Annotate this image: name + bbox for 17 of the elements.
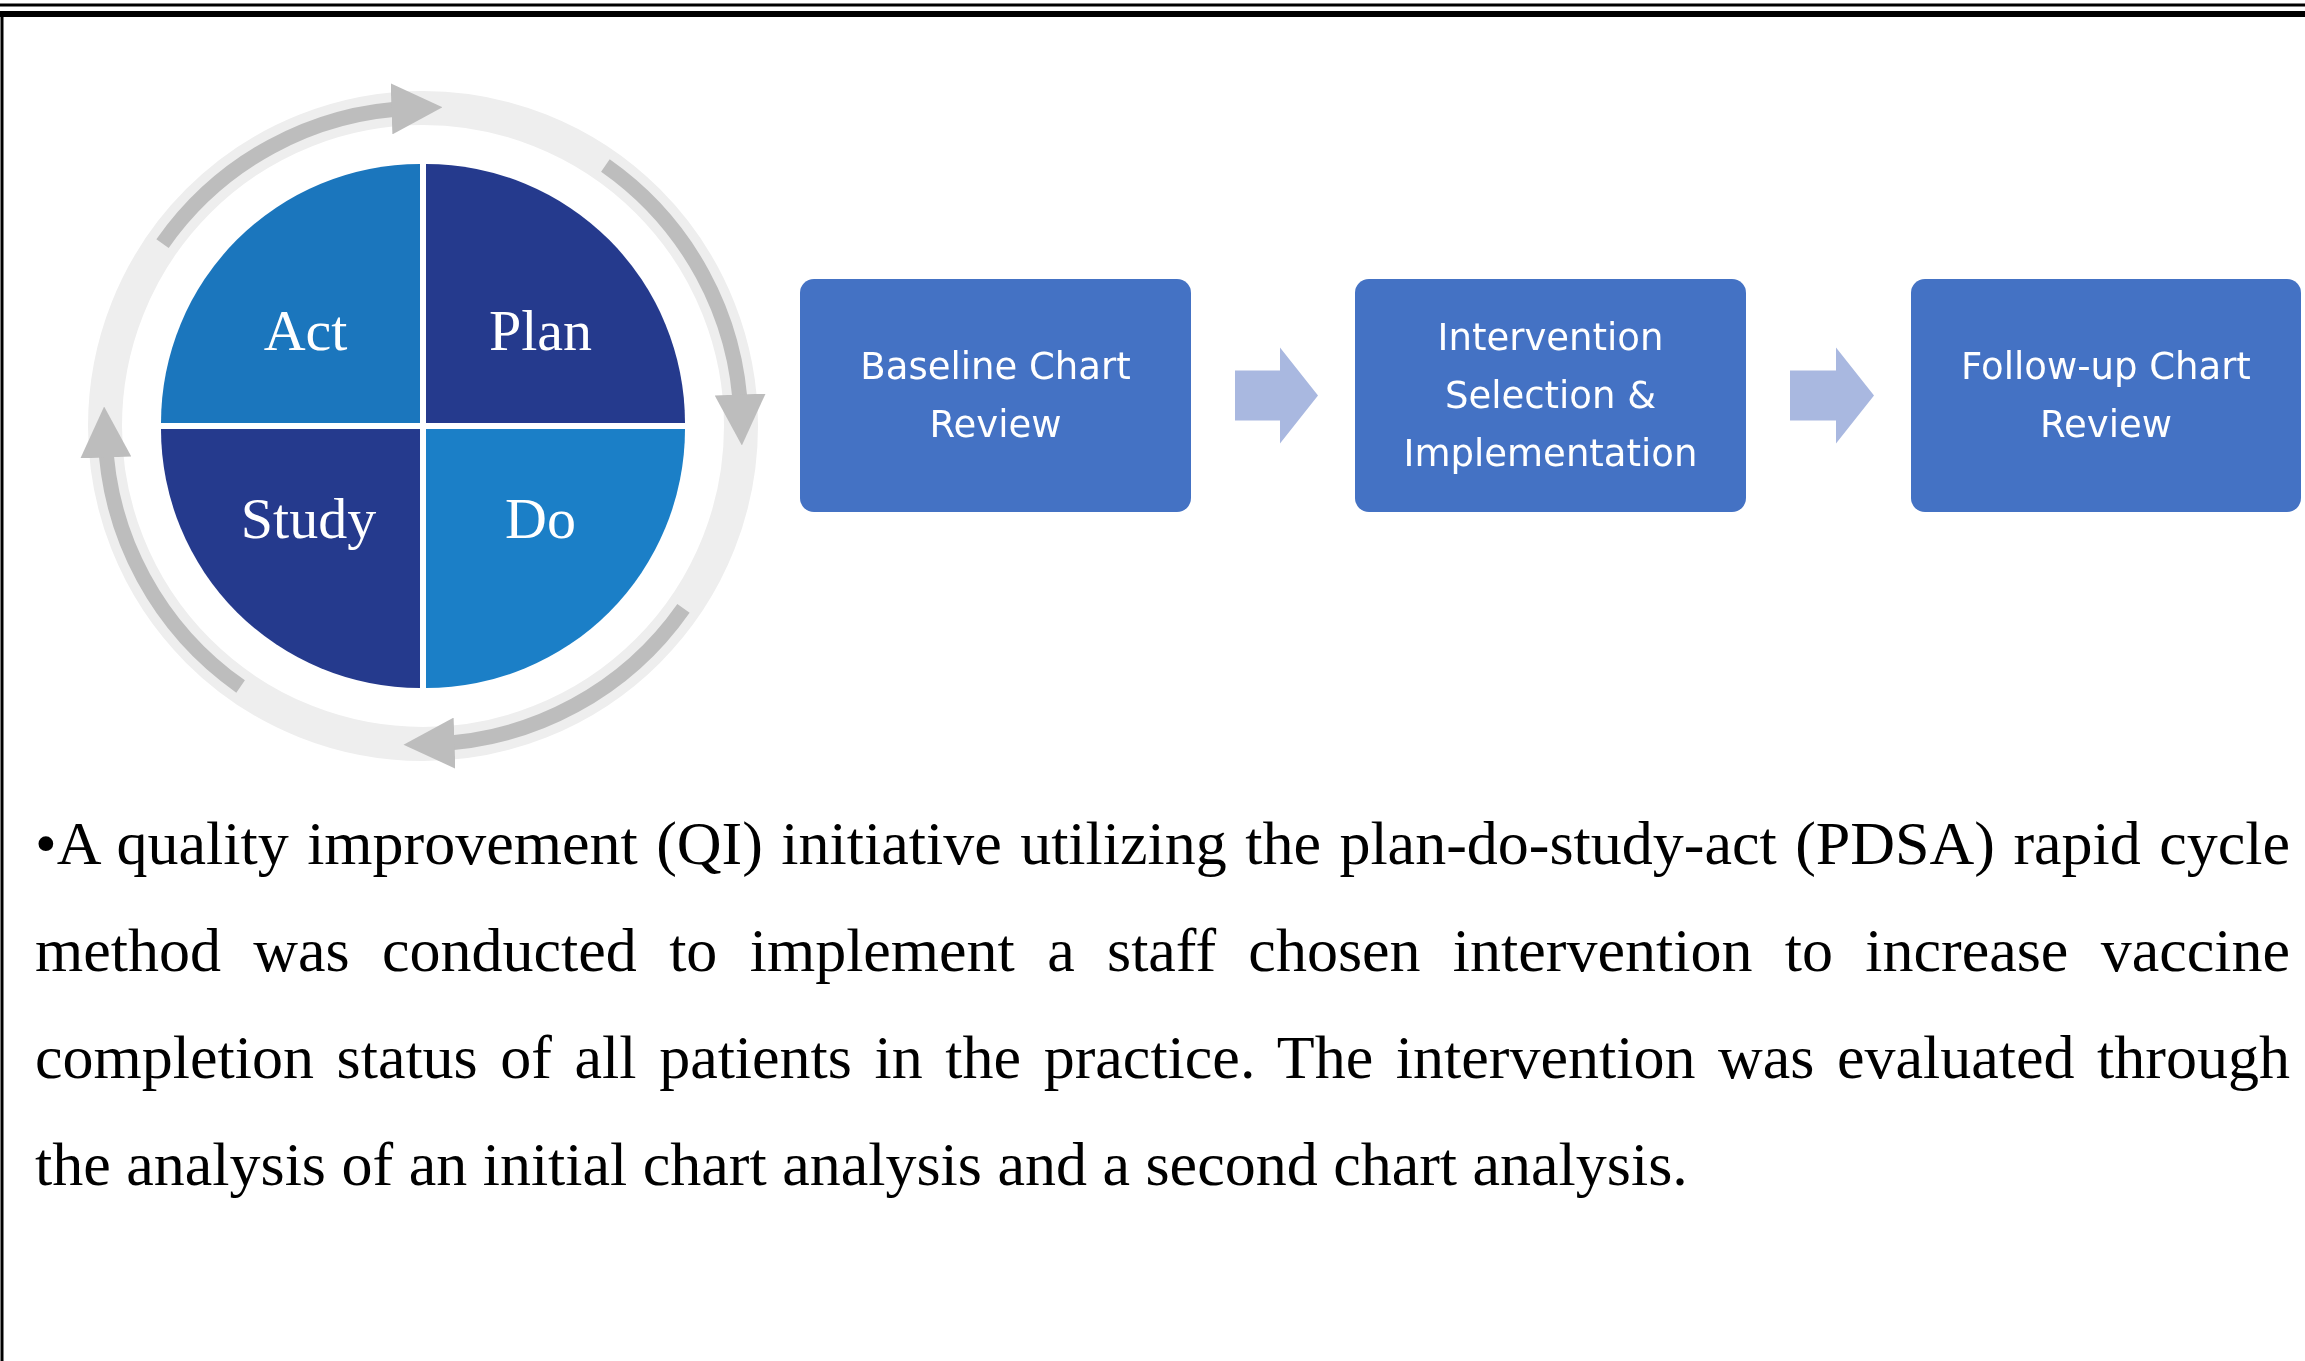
quadrant-label: Plan bbox=[488, 297, 593, 364]
cycle-arrow bbox=[156, 84, 443, 249]
cycle-arrow bbox=[600, 159, 765, 446]
box-label: Intervention Selection & Implementation bbox=[1402, 314, 1699, 477]
cycle-arrow bbox=[81, 406, 246, 693]
cycle-arrow bbox=[403, 603, 690, 768]
block-arrow bbox=[1235, 347, 1318, 444]
quadrant-label: Act bbox=[263, 297, 348, 364]
process-box bbox=[1355, 279, 1746, 512]
quadrant-label: Study bbox=[240, 485, 377, 552]
box-label: Baseline Chart Review bbox=[859, 343, 1132, 448]
description-paragraph: •A quality improvement (QI) initiative utilizing the plan-do-study-act (PDSA) rapid cycle method was conducted to implement a staff chosen intervention to increase vaccine completion status of all patients in the practice. The intervention was evaluated through the analysis of an initial chart analysis and a second chart analysis. bbox=[35, 808, 2290, 1200]
box-label: Follow-up Chart Review bbox=[1960, 343, 2252, 448]
block-arrow bbox=[1790, 347, 1874, 444]
process-box bbox=[800, 279, 1191, 512]
quadrant-label: Do bbox=[505, 485, 576, 552]
process-box bbox=[1911, 279, 2301, 512]
